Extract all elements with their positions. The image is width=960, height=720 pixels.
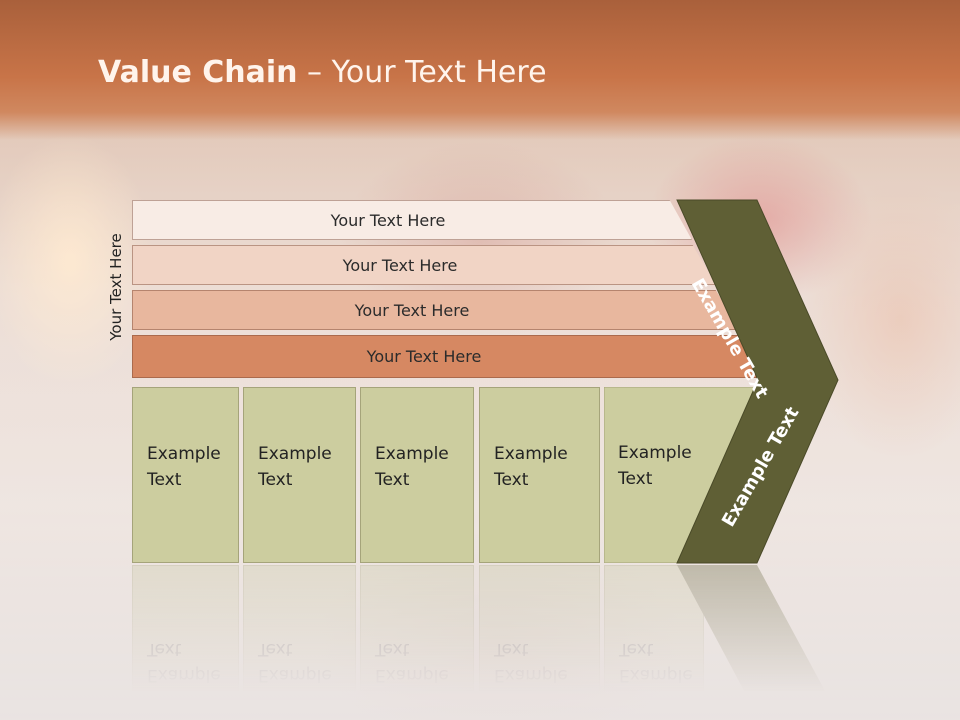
activity-box-1-line2: Text bbox=[147, 470, 182, 490]
activity-box-3-line2: Text bbox=[375, 470, 410, 490]
support-bar-1: Your Text Here bbox=[132, 200, 692, 240]
activity-box-3: Example Text bbox=[360, 387, 474, 563]
activity-box-2-line1: Example bbox=[258, 444, 332, 464]
activity-box-4: Example Text bbox=[479, 387, 600, 563]
slide-title-bold: Value Chain bbox=[98, 55, 298, 90]
slide-title-rest: – Your Text Here bbox=[297, 55, 547, 90]
slide-title: Value Chain – Your Text Here bbox=[98, 55, 547, 90]
support-bar-4-label: Your Text Here bbox=[366, 347, 482, 366]
activity-box-5: Example Text bbox=[604, 387, 760, 563]
activity-box-3-line1: Example bbox=[375, 444, 449, 464]
activity-box-2: Example Text bbox=[243, 387, 356, 563]
activity-box-1-line1: Example bbox=[147, 444, 221, 464]
activity-box-2-line2: Text bbox=[258, 470, 293, 490]
support-bar-4: Your Text Here bbox=[132, 335, 764, 378]
title-band bbox=[0, 0, 960, 140]
support-bar-2-label: Your Text Here bbox=[342, 255, 458, 275]
activity-box-4-line2: Text bbox=[494, 470, 529, 490]
support-bar-1-label: Your Text Here bbox=[330, 210, 446, 230]
activity-box-5-text: Example Text bbox=[618, 440, 760, 492]
reflection-chevron bbox=[677, 565, 838, 715]
reflection-chevron-shape bbox=[677, 565, 838, 715]
activity-box-5-line1: Example bbox=[618, 443, 692, 463]
activity-box-5-shape bbox=[604, 387, 760, 563]
margin-chevron-shape bbox=[676, 199, 839, 564]
support-bar-3-label: Your Text Here bbox=[354, 300, 470, 320]
activity-box-5-line2: Text bbox=[618, 469, 653, 489]
activity-box-1: Example Text bbox=[132, 387, 239, 563]
support-bar-3: Your Text Here bbox=[132, 290, 740, 330]
activity-box-4-line1: Example bbox=[494, 444, 568, 464]
support-bar-2: Your Text Here bbox=[132, 245, 716, 285]
